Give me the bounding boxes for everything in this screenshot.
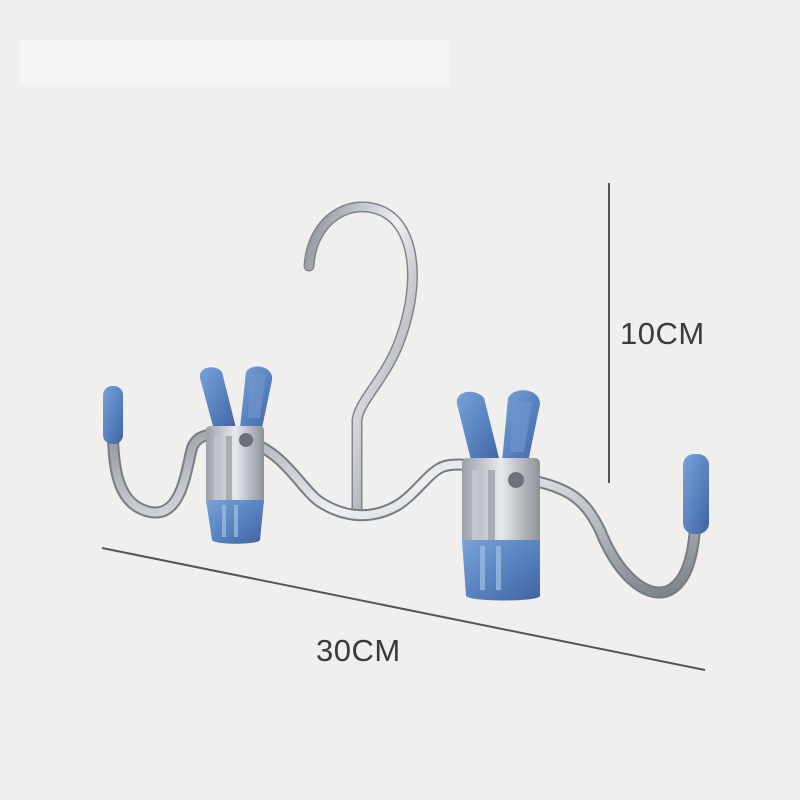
left-clip — [199, 366, 273, 544]
background-band — [20, 40, 450, 85]
width-dimension-line — [101, 547, 706, 671]
right-clip — [456, 390, 540, 601]
hanger-wire — [108, 416, 701, 597]
height-label: 10CM — [620, 316, 705, 351]
right-end-cap — [683, 454, 709, 534]
width-label: 30CM — [316, 633, 401, 668]
left-end-cap — [103, 386, 123, 444]
hanger-hook — [305, 202, 417, 519]
